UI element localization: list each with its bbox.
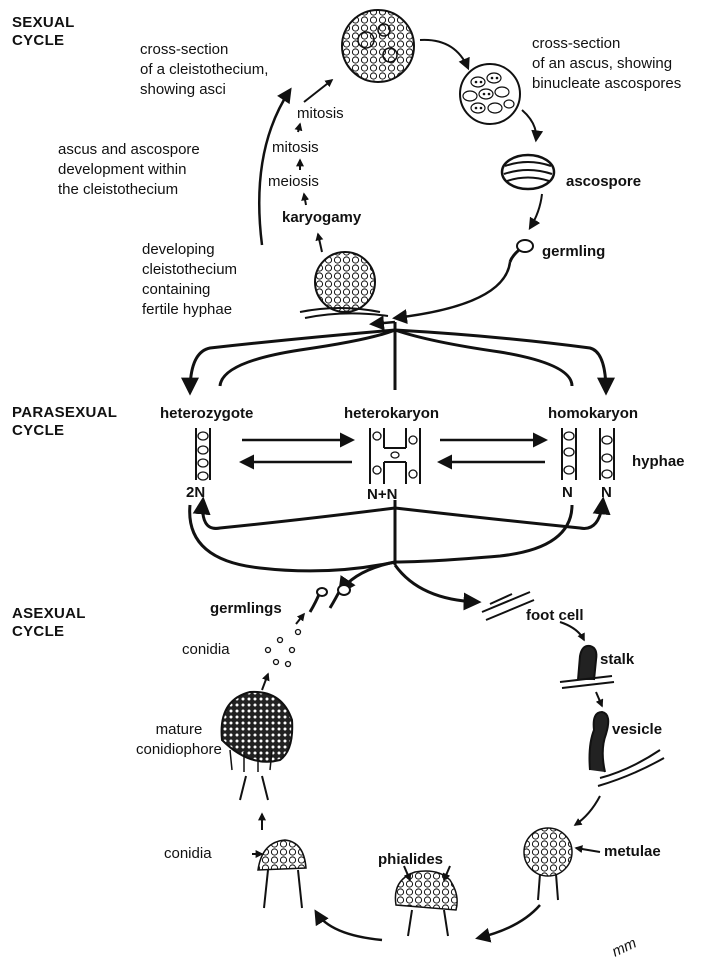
lower-hub-right-curve [395, 505, 572, 562]
parasexual-cycle-heading: PARASEXUAL CYCLE [12, 404, 117, 440]
ascus-section-figure [460, 64, 520, 124]
hub-inner-right [395, 330, 572, 386]
arrow-karyogamy-to-meiosis [304, 194, 306, 205]
arrow-mitosis-to-cleisto [304, 80, 332, 102]
phialides-label: phialides [378, 850, 443, 870]
stalk-label: stalk [600, 650, 634, 670]
ploidy-n-plus-n-label: N+N [367, 486, 397, 503]
germlings-label: germlings [210, 599, 282, 619]
ascospore-label: ascospore [566, 172, 641, 192]
phialides-figure [395, 871, 457, 936]
mitosis-label-2: mitosis [272, 138, 319, 158]
mature-conidiophore-label: mature conidiophore [136, 720, 222, 760]
heterokaryon-hyphae [370, 428, 420, 484]
ploidy-2n-label: 2N [186, 484, 205, 501]
ascus-section-label: cross-section of an ascus, showing binuc… [532, 34, 681, 94]
sexual-cycle-heading: SEXUAL CYCLE [12, 14, 75, 50]
vesicle-label: vesicle [612, 720, 662, 740]
lower-hub-left-up [203, 500, 395, 528]
karyogamy-label: karyogamy [282, 208, 361, 228]
lower-hub-left-curve [190, 505, 395, 571]
metulae-label: metulae [604, 842, 661, 862]
homokaryon-label: homokaryon [548, 404, 638, 424]
arrow-mitosis-to-mitosis [298, 124, 300, 132]
heterokaryon-label: heterokaryon [344, 404, 439, 424]
hyphae-label: hyphae [632, 452, 685, 472]
meiosis-label: meiosis [268, 172, 319, 192]
mitosis-label-1: mitosis [297, 104, 344, 124]
germling-label: germling [542, 242, 605, 262]
cleistothecium-section-label: cross-section of a cleistothecium, showi… [140, 40, 268, 100]
arrow-conidia-to-germlings [296, 614, 304, 624]
conidia-head-figure [258, 840, 306, 908]
metulae-figure [524, 828, 572, 900]
arrow-stalk-to-vesicle [596, 692, 602, 706]
heterozygote-label: heterozygote [160, 404, 253, 424]
conidia-bottom-label: conidia [164, 844, 212, 864]
conidia-dots [266, 630, 301, 667]
arrow-vesicle-to-metulae [575, 796, 600, 825]
germling-figure [510, 240, 533, 262]
arrow-metulae-label [576, 848, 600, 852]
germlings-figure [310, 585, 350, 612]
arrow-metulae-to-phialides [478, 905, 540, 938]
heterozygote-hypha [196, 428, 210, 480]
hub-arrow-to-developing [372, 322, 395, 324]
mature-conidiophore-figure [222, 692, 293, 800]
ascospore-figure [502, 155, 554, 189]
cleistothecium-section-figure [342, 10, 414, 82]
arrow-dev-to-karyogamy [318, 234, 322, 252]
arrow-ascus-to-ascospore [522, 110, 536, 140]
arrow-ascospore-to-germling [530, 194, 542, 228]
arrow-phialides-to-conidia [316, 912, 382, 940]
arrow-cleisto-to-ascus [420, 40, 468, 68]
asexual-cycle-heading: ASEXUAL CYCLE [12, 605, 86, 641]
developing-cleistothecium-figure [300, 252, 388, 318]
arrow-germling-to-hub [395, 262, 510, 318]
conidia-top-label: conidia [182, 640, 230, 660]
developing-cleistothecium-label: developing cleistothecium containing fer… [142, 240, 237, 320]
arrow-hub-to-foot-cell [395, 565, 478, 602]
homokaryon-hyphae [562, 428, 614, 480]
ascus-development-label: ascus and ascospore development within t… [58, 140, 200, 200]
ploidy-n-left-label: N [562, 484, 573, 501]
foot-cell-label: foot cell [526, 606, 584, 626]
arrow-mature-to-conidia [262, 674, 268, 690]
ploidy-n-right-label: N [601, 484, 612, 501]
